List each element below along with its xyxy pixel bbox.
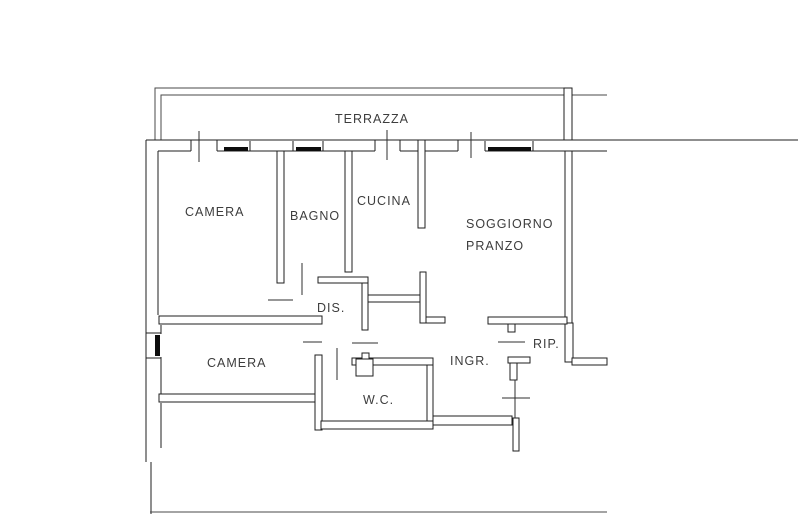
interior-walls	[158, 139, 568, 452]
label-soggiorno: SOGGIORNO	[466, 217, 553, 231]
label-rip: RIP.	[533, 337, 560, 351]
terrace-parapet	[154, 87, 607, 140]
door-swings	[198, 130, 530, 418]
wc-fixture-icon	[355, 352, 374, 377]
label-wc: W.C.	[363, 393, 394, 407]
label-camera1: CAMERA	[185, 205, 244, 219]
label-bagno: BAGNO	[290, 209, 340, 223]
window-camera2-icon	[155, 335, 160, 356]
window-soggiorno-icon	[488, 147, 531, 151]
label-dis: DIS.	[317, 301, 345, 315]
exterior-walls	[145, 87, 798, 514]
label-cucina: CUCINA	[357, 194, 411, 208]
room-labels: TERRAZZA CAMERA BAGNO CUCINA SOGGIORNO P…	[185, 112, 560, 407]
label-camera2: CAMERA	[207, 356, 266, 370]
label-pranzo: PRANZO	[466, 239, 524, 253]
label-terrazza: TERRAZZA	[335, 112, 409, 126]
windows	[155, 147, 531, 356]
window-camera1-icon	[224, 147, 248, 151]
window-bagno-icon	[296, 147, 321, 151]
label-ingresso: INGR.	[450, 354, 490, 368]
